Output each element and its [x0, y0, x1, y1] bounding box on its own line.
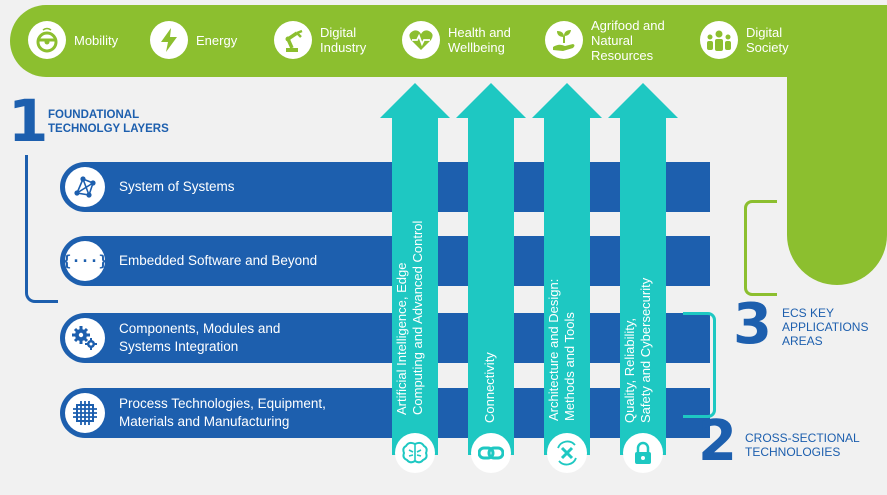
people-icon	[700, 21, 738, 59]
key-areas-title-line3: AREAS	[782, 334, 823, 348]
chip-icon	[65, 393, 105, 433]
layer-label-line1: Embedded Software and Beyond	[119, 253, 318, 268]
layer-label-line1: Components, Modules and	[119, 321, 281, 336]
steering-wheel-icon	[28, 21, 66, 59]
layer-label-line1: System of Systems	[119, 179, 235, 194]
arrow-label: Quality, Reliability, Safety and Cyberse…	[622, 233, 654, 423]
layer-label-line1: Process Technologies, Equipment,	[119, 396, 326, 411]
gears-icon	[65, 318, 105, 358]
arrow-label-line1: Architecture and Design:	[546, 278, 561, 421]
heartbeat-icon	[402, 21, 440, 59]
section-number-2: 2	[698, 409, 737, 474]
arrow-architecture-design: Architecture and Design: Methods and Too…	[532, 83, 602, 473]
foundational-title: FOUNDATIONAL TECHNOLGY LAYERS	[48, 108, 169, 136]
tools-cycle-icon	[547, 433, 587, 473]
app-agrifood: Agrifood and Natural Resources	[545, 12, 681, 68]
layer-bar-embedded-software: {···} Embedded Software and Beyond	[60, 236, 710, 286]
arrow-label: Architecture and Design: Methods and Too…	[546, 221, 578, 421]
cross-sectional-title: CROSS-SECTIONAL TECHNOLOGIES	[745, 431, 860, 459]
foundational-bracket	[25, 155, 58, 303]
code-braces-icon: {···}	[62, 241, 108, 281]
app-mobility: Mobility	[28, 12, 118, 68]
app-label: Digital Industry	[320, 25, 367, 55]
arrow-quality-safety: Quality, Reliability, Safety and Cyberse…	[608, 83, 678, 473]
layer-bar-process-technologies: Process Technologies, Equipment, Materia…	[60, 388, 710, 438]
app-digital-society: Digital Society	[700, 12, 806, 68]
layer-label: Process Technologies, Equipment, Materia…	[119, 395, 326, 431]
section-number-1: 1	[8, 87, 49, 155]
layer-label-line2: Materials and Manufacturing	[119, 414, 290, 429]
layer-bar-components-modules: Components, Modules and Systems Integrat…	[60, 313, 710, 363]
app-label: Health and Wellbeing	[448, 25, 511, 55]
arrow-label: Connectivity	[482, 303, 498, 423]
cross-sectional-bracket	[683, 312, 716, 418]
key-areas-title-line1: ECS KEY	[782, 306, 835, 320]
arrow-label: Artificial Intelligence, Edge Computing …	[394, 175, 426, 415]
network-icon	[65, 167, 105, 207]
arrow-label-line1: Artificial Intelligence, Edge	[394, 262, 409, 415]
key-areas-title-line2: APPLICATIONS	[782, 320, 869, 334]
link-icon	[471, 433, 511, 473]
lock-icon	[623, 433, 663, 473]
cross-sectional-title-line2: TECHNOLOGIES	[745, 445, 841, 459]
applications-banner-arm	[787, 5, 887, 285]
layer-label: Components, Modules and Systems Integrat…	[119, 320, 280, 356]
layer-label-line2: Systems Integration	[119, 339, 239, 354]
section-number-3: 3	[733, 292, 772, 357]
key-areas-bracket	[744, 200, 777, 296]
app-health-wellbeing: Health and Wellbeing	[402, 12, 528, 68]
layer-label: Embedded Software and Beyond	[119, 252, 317, 270]
key-areas-title: ECS KEY APPLICATIONS AREAS	[782, 306, 868, 348]
cross-sectional-title-line1: CROSS-SECTIONAL	[745, 431, 860, 445]
layer-bar-system-of-systems: System of Systems	[60, 162, 710, 212]
lightning-icon	[150, 21, 188, 59]
foundational-title-line2: TECHNOLGY LAYERS	[48, 123, 169, 135]
app-label: Mobility	[74, 32, 119, 48]
plant-hand-icon	[545, 21, 583, 59]
robot-arm-icon	[274, 21, 312, 59]
layer-label: System of Systems	[119, 178, 235, 196]
app-label: Digital Society	[746, 25, 789, 55]
arrow-label-line2: Methods and Tools	[562, 312, 577, 421]
foundational-title-line1: FOUNDATIONAL	[48, 109, 140, 121]
arrow-label-line2: Safety and Cybersecurity	[638, 277, 653, 423]
app-label: Energy	[196, 32, 238, 48]
arrow-label-line2: Computing and Advanced Control	[410, 220, 425, 415]
arrow-ai-edge-computing: Artificial Intelligence, Edge Computing …	[380, 83, 450, 473]
brain-icon	[395, 433, 435, 473]
app-digital-industry: Digital Industry	[274, 12, 380, 68]
app-label: Agrifood and Natural Resources	[591, 17, 665, 63]
arrow-label-line1: Connectivity	[482, 352, 497, 423]
arrow-connectivity: Connectivity	[456, 83, 526, 473]
arrow-label-line1: Quality, Reliability,	[622, 318, 637, 423]
app-energy: Energy	[150, 12, 237, 68]
